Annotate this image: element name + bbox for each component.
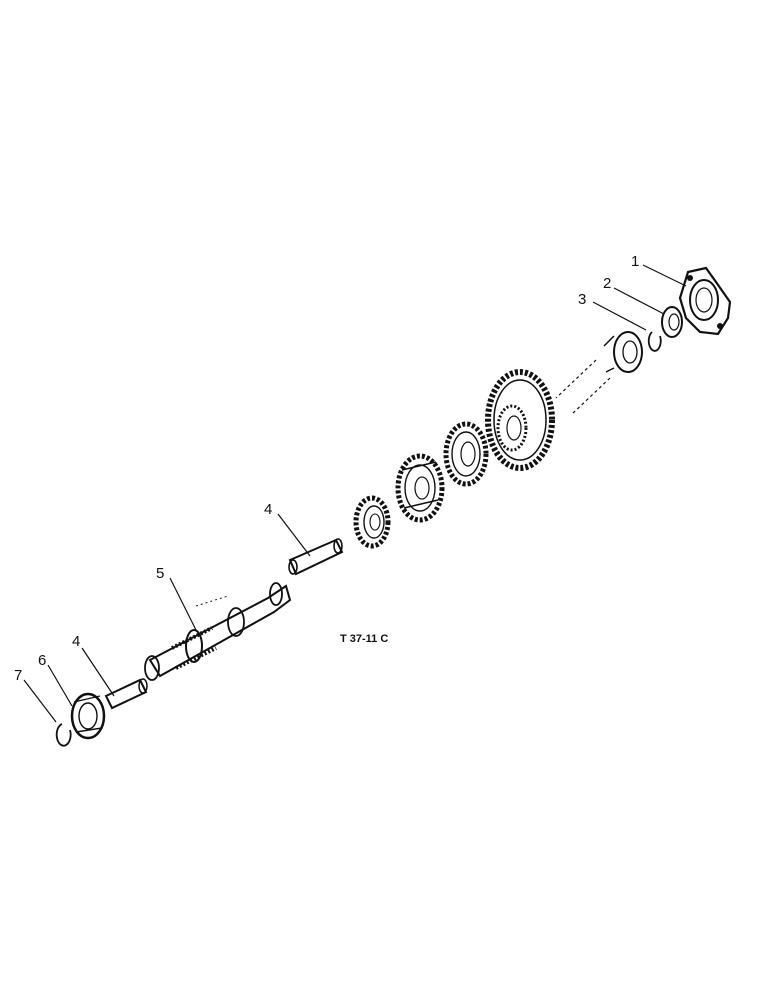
part-2-seal [661,306,683,338]
callout-7: 7 [14,667,22,684]
part-5-main-shaft [144,582,292,681]
leader-2 [613,287,665,315]
part-7-snap-ring [55,723,72,747]
leader-6 [47,664,73,707]
callout-2: 2 [603,275,611,292]
leader-lines [23,264,687,723]
callout-1: 1 [631,253,639,270]
spacer-sleeve [555,359,611,415]
part-6-bearing [70,692,106,740]
callout-3: 3 [578,291,586,308]
small-gear [353,495,391,549]
leader-3 [592,301,647,331]
leader-7 [23,679,57,723]
part-4-stub-shaft [104,678,148,710]
leader-4-lower [81,647,115,697]
part-1-cover-plate [678,266,732,336]
leader-4-upper [277,513,311,557]
callout-4-lower: 4 [72,633,80,650]
leader-1 [642,264,687,287]
bearing-upper [603,331,643,373]
medium-gear [443,421,489,487]
double-gear [395,453,445,523]
callout-6: 6 [38,652,46,669]
part-3-snap-ring [647,331,662,352]
leader-5 [169,577,197,631]
callout-5: 5 [156,565,164,582]
callout-4-upper: 4 [264,501,272,518]
callout-labels: 1 2 3 4 5 4 6 7 [14,253,639,684]
large-gear [485,369,555,471]
figure-reference: T 37-11 C [340,633,388,645]
part-4-pin-upper [288,538,344,576]
